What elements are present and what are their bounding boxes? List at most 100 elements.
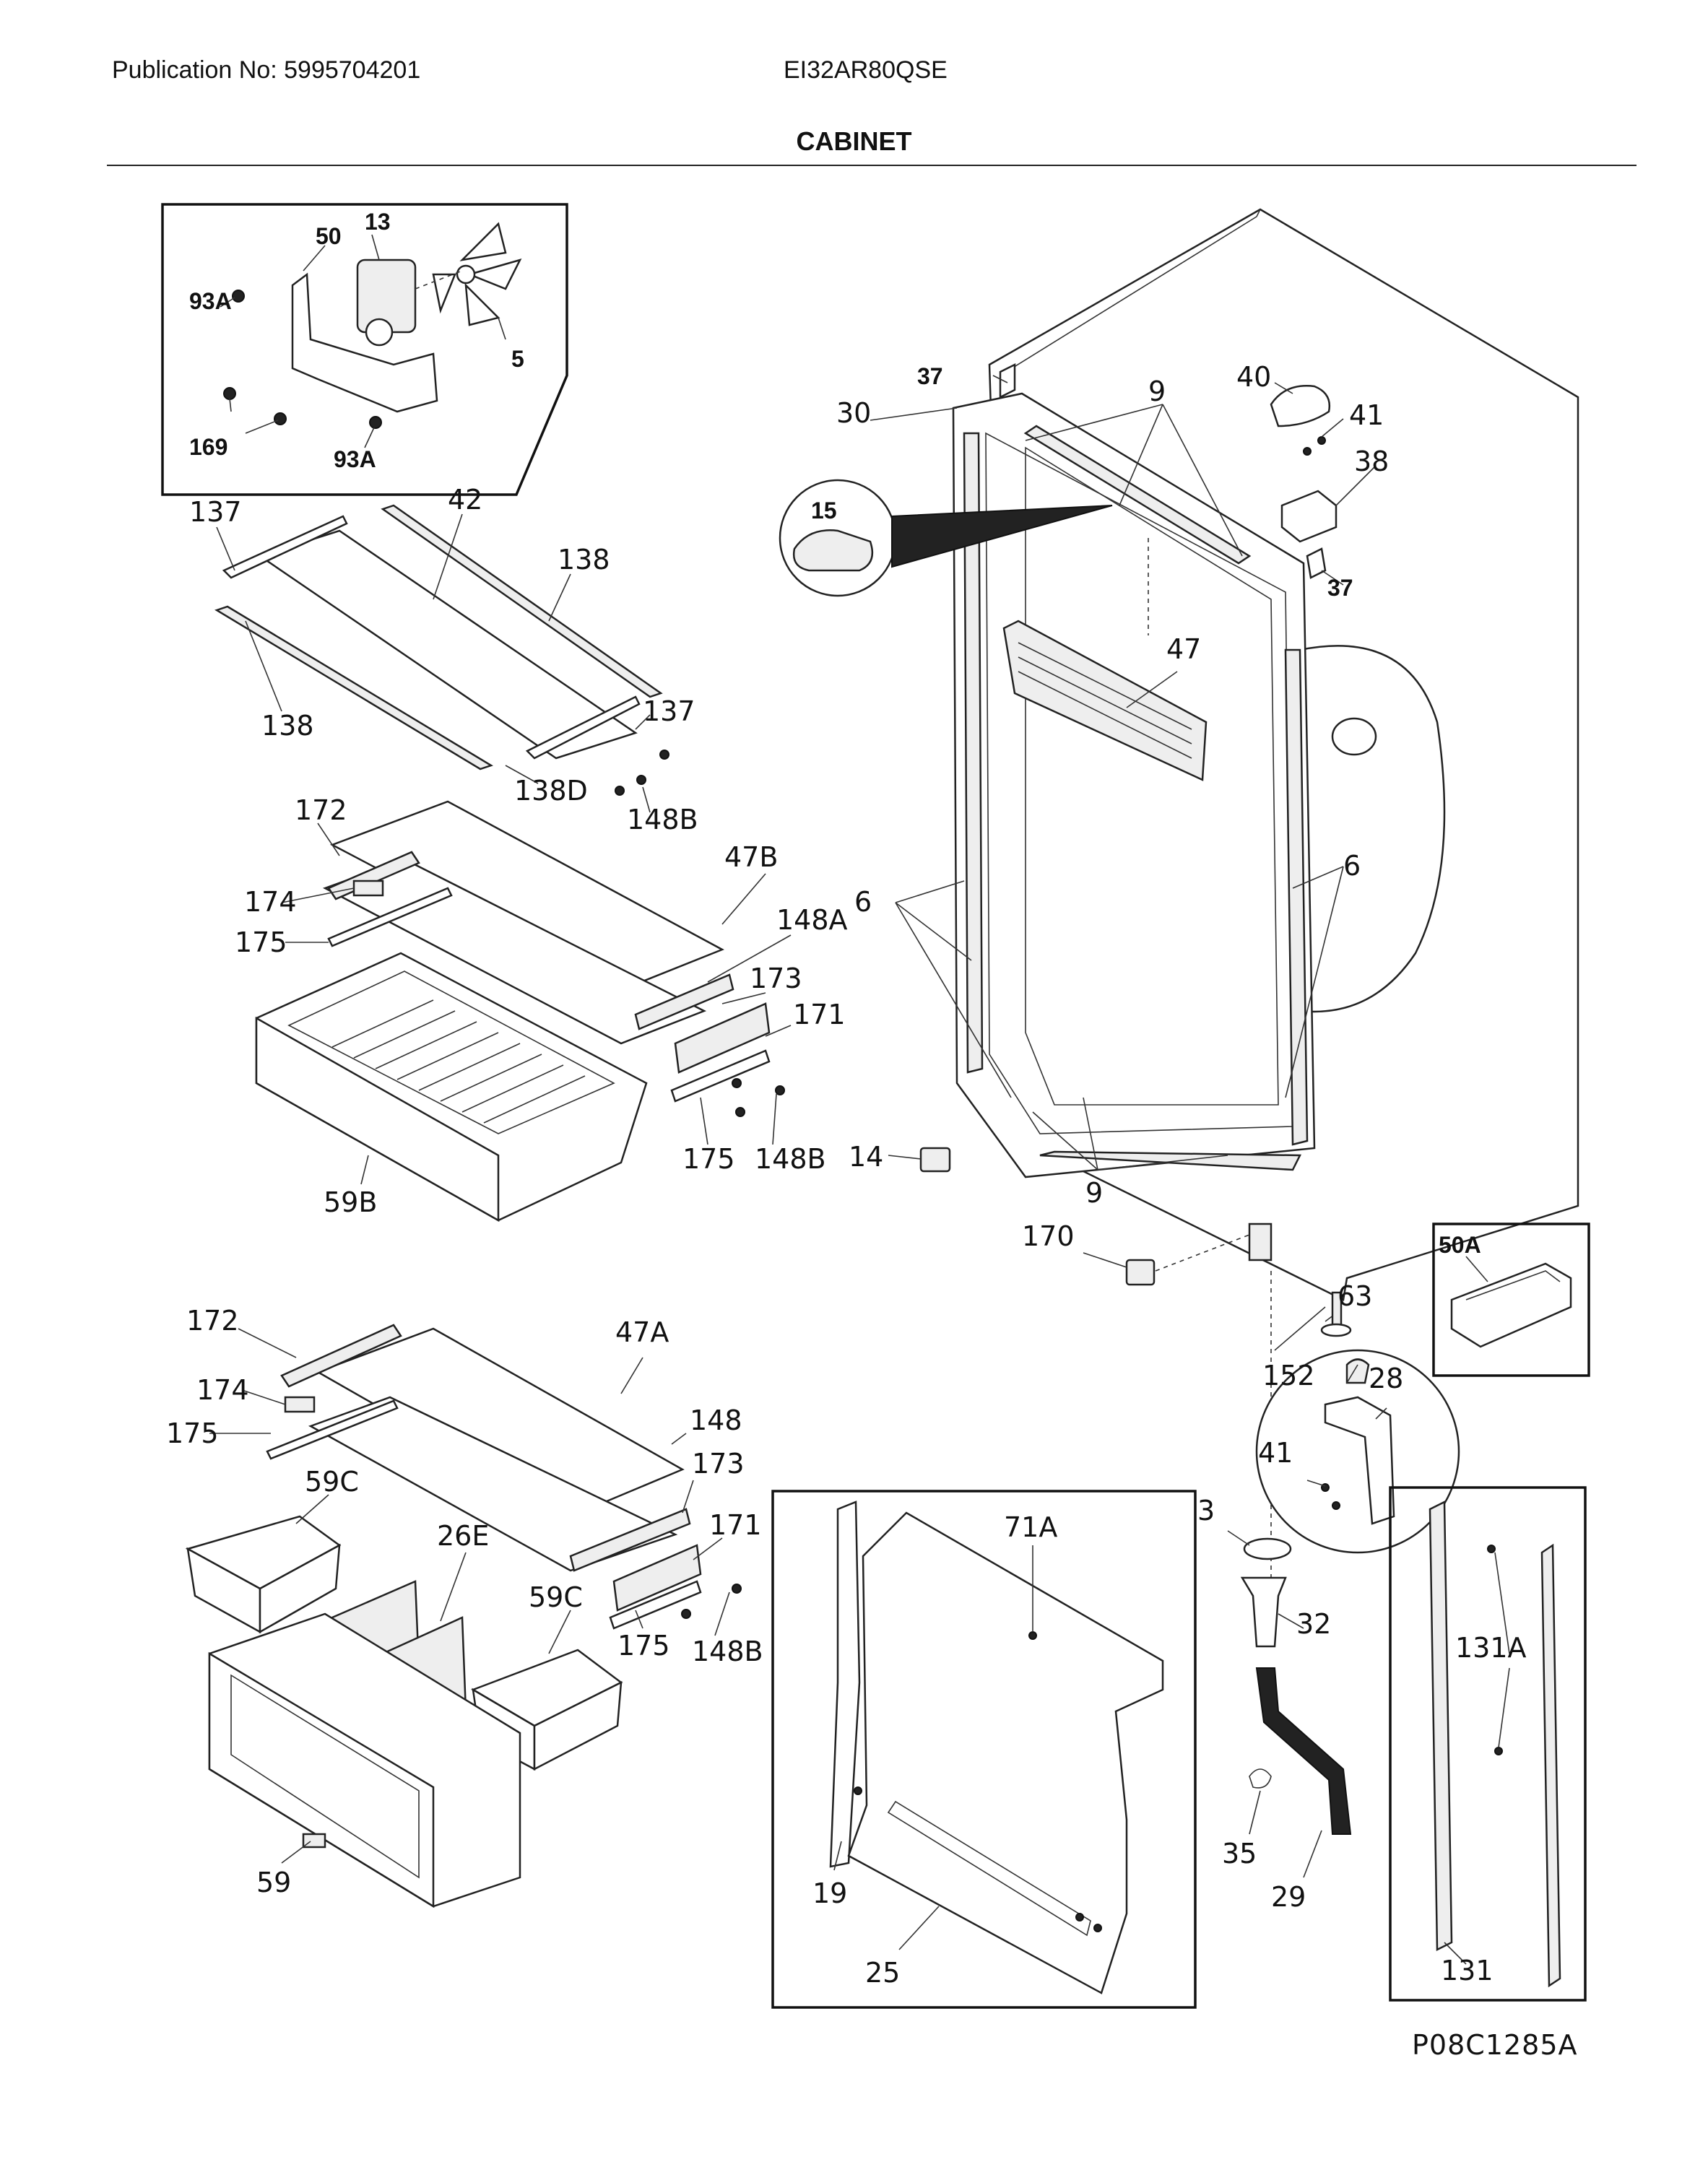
fan-motor-inset — [161, 203, 568, 496]
label-169: 169 — [189, 434, 227, 460]
cover-frame-148 — [308, 1396, 678, 1572]
label-40: 40 — [1236, 361, 1271, 393]
page-title: CABINET — [796, 126, 912, 156]
seal-19 — [829, 1501, 861, 1868]
label-47B: 47B — [724, 841, 778, 873]
label-173-2: 173 — [692, 1448, 745, 1480]
drawer-handle-clip — [302, 1833, 326, 1849]
label-28: 28 — [1369, 1363, 1403, 1394]
drain-cap-3 — [1243, 1537, 1292, 1560]
label-15: 15 — [811, 498, 837, 524]
label-32: 32 — [1296, 1608, 1331, 1640]
label-138: 138 — [558, 544, 610, 576]
light-housing-15 — [779, 479, 1113, 597]
control-housing-50A — [1450, 1262, 1572, 1348]
label-59C: 59C — [305, 1466, 359, 1498]
hinge-cover-40 — [1270, 385, 1331, 427]
shelf-bracket-left — [222, 515, 348, 579]
label-93A-2: 93A — [334, 446, 376, 472]
label-50A: 50A — [1439, 1232, 1481, 1258]
shelf-trim-front — [214, 605, 493, 770]
hinge-top-38 — [1280, 490, 1338, 543]
label-13: 13 — [365, 209, 391, 235]
label-59: 59 — [256, 1867, 291, 1898]
label-6: 6 — [854, 886, 872, 918]
label-172: 172 — [295, 794, 347, 826]
label-59B: 59B — [324, 1186, 377, 1218]
label-148B-2: 148B — [755, 1143, 826, 1175]
liner-outer — [952, 392, 1316, 1178]
publication-number: Publication No: 5995704201 — [112, 56, 421, 84]
support-171b — [612, 1544, 702, 1612]
label-37: 37 — [917, 363, 943, 389]
shelf-standard-131A — [1540, 1543, 1561, 1988]
vent-slot — [887, 1800, 1091, 1937]
label-30: 30 — [836, 397, 871, 429]
label-175-4: 175 — [617, 1630, 670, 1662]
label-152: 152 — [1262, 1360, 1315, 1391]
support-171 — [674, 1002, 771, 1074]
trim-6-right — [1284, 648, 1309, 1146]
label-26E: 26E — [437, 1520, 489, 1552]
panel-71A — [847, 1511, 1164, 1994]
part-labels: 13 50 93A 5 169 93A 137 42 138 138 137 1… — [166, 209, 1527, 1989]
label-174: 174 — [244, 886, 297, 918]
label-171: 171 — [793, 999, 846, 1030]
label-9: 9 — [1148, 375, 1166, 407]
label-175-2: 175 — [682, 1143, 735, 1175]
label-175-3: 175 — [166, 1417, 219, 1449]
cabinet-body — [779, 208, 1579, 1617]
rear-panel-inset — [771, 1490, 1197, 2009]
shelf-standard-131 — [1429, 1500, 1453, 1952]
label-47A: 47A — [615, 1316, 669, 1348]
label-172-2: 172 — [186, 1305, 239, 1337]
rail-175c — [266, 1399, 399, 1460]
clip-35 — [1249, 1768, 1272, 1789]
label-5: 5 — [511, 346, 524, 372]
label-93A: 93A — [189, 288, 232, 314]
drain-trough-32 — [1240, 1576, 1287, 1648]
trim-9-top — [1023, 425, 1252, 565]
label-3: 3 — [1197, 1495, 1215, 1527]
label-148: 148 — [690, 1404, 742, 1436]
label-9-2: 9 — [1085, 1177, 1103, 1209]
label-175: 175 — [235, 926, 287, 958]
label-25: 25 — [865, 1957, 900, 1989]
label-63: 63 — [1338, 1280, 1372, 1312]
glass-shelf-assembly — [214, 504, 669, 813]
slide-174b — [284, 1396, 316, 1413]
label-6-2: 6 — [1343, 850, 1361, 882]
hinge-detail-inset — [1255, 1291, 1460, 1554]
label-131A: 131A — [1455, 1632, 1527, 1664]
shelf-bracket-right — [525, 695, 641, 760]
shelf-standard-inset — [1389, 1486, 1587, 2002]
label-71A: 71A — [1004, 1511, 1057, 1543]
plug-37-right — [1306, 547, 1327, 579]
label-35: 35 — [1222, 1838, 1257, 1869]
light-socket-170 — [1125, 1259, 1156, 1286]
freezer-drawer-lower — [185, 1324, 742, 1908]
rail-175b — [670, 1049, 771, 1103]
label-171-2: 171 — [709, 1509, 762, 1541]
label-173: 173 — [750, 963, 802, 994]
rail-175 — [327, 887, 453, 947]
label-19: 19 — [812, 1877, 847, 1909]
switch-14 — [919, 1147, 951, 1173]
model-number: EI32AR80QSE — [784, 56, 948, 84]
plug-37-top — [999, 362, 1016, 399]
cover-support-172 — [327, 851, 420, 900]
cover-support-172b — [280, 1324, 402, 1388]
drain-tube-29 — [1255, 1667, 1352, 1835]
trim-6-left — [963, 432, 984, 1074]
crisper-drawer-upper — [255, 800, 792, 1223]
fan-blade — [432, 222, 522, 326]
label-137-2: 137 — [643, 695, 695, 727]
label-137: 137 — [189, 496, 242, 528]
hinge-pin-152 — [1345, 1358, 1370, 1384]
label-29: 29 — [1271, 1881, 1306, 1913]
hinge-bottom — [1248, 1223, 1273, 1261]
label-42: 42 — [448, 484, 482, 516]
label-41: 41 — [1349, 399, 1384, 431]
hinge-bracket-28 — [1324, 1396, 1395, 1525]
